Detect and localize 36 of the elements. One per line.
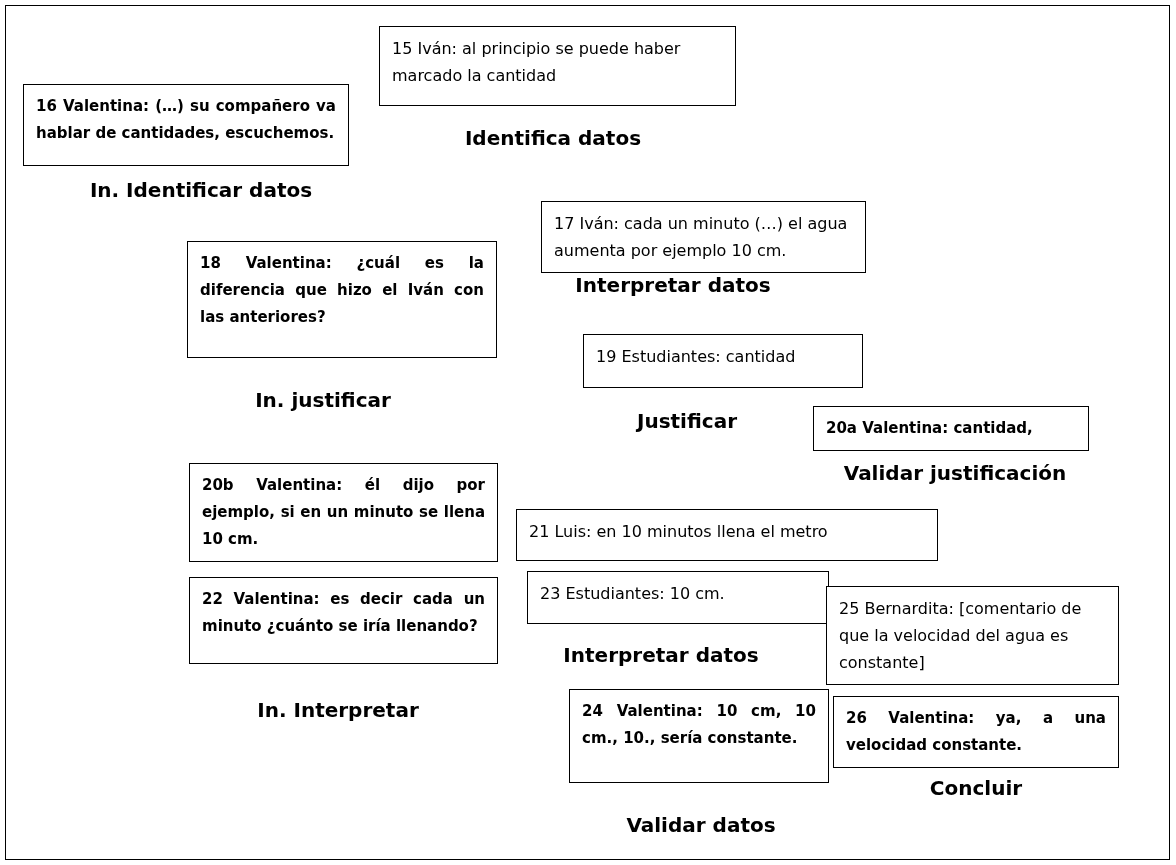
quote-box	[541, 201, 866, 273]
quote-box	[527, 571, 829, 624]
category-caption: In. Identificar datos	[89, 178, 313, 202]
quote-box	[516, 509, 938, 561]
quote-box	[826, 586, 1119, 685]
quote-box	[833, 696, 1119, 768]
category-caption: Validar justificación	[843, 461, 1067, 485]
quote-text: 17 Iván: cada un minuto (…) el agua aumenta por ejemplo 10 cm.	[554, 213, 849, 262]
category-caption: In. Interpretar	[257, 698, 419, 722]
quote-text: 16 Valentina: (…) su compañero va hablar de cantidades, escuchemos.	[36, 96, 336, 144]
quote-box	[569, 689, 829, 783]
quote-box	[379, 26, 736, 106]
quote-text: 22 Valentina: es decir cada un minuto ¿cuánto se iría llenando?	[202, 589, 485, 637]
quote-box	[187, 241, 497, 358]
quote-text: 26 Valentina: ya, a una velocidad constante.	[846, 708, 1106, 756]
quote-text: 18 Valentina: ¿cuál es la diferencia que hizo el Iván con las anteriores?	[200, 253, 484, 328]
quote-text: 23 Estudiantes: 10 cm.	[540, 583, 726, 605]
quote-box	[583, 334, 863, 388]
quote-box	[189, 463, 498, 562]
quote-box	[813, 406, 1089, 451]
quote-box	[23, 84, 349, 166]
quote-text: 20a Valentina: cantidad,	[826, 418, 1034, 439]
category-caption: Identifica datos	[464, 126, 642, 150]
quote-text: 24 Valentina: 10 cm, 10 cm., 10., sería constante.	[582, 701, 816, 749]
quote-text: 20b Valentina: él dijo por ejemplo, si en un minuto se llena 10 cm.	[202, 475, 485, 550]
quote-text: 21 Luis: en 10 minutos llena el metro	[529, 521, 829, 543]
category-caption: Validar datos	[626, 813, 776, 837]
category-caption: Interpretar datos	[563, 643, 759, 667]
quote-text: 19 Estudiantes: cantidad	[596, 346, 797, 368]
quote-text: 15 Iván: al principio se puede haber marcado la cantidad	[392, 38, 682, 87]
quote-text: 25 Bernardita: [comentario de que la velocidad del agua es constante]	[839, 598, 1083, 674]
quote-box	[189, 577, 498, 664]
category-caption: Justificar	[637, 409, 737, 433]
category-caption: In. justificar	[255, 388, 391, 412]
category-caption: Concluir	[929, 776, 1023, 800]
category-caption: Interpretar datos	[575, 273, 771, 297]
